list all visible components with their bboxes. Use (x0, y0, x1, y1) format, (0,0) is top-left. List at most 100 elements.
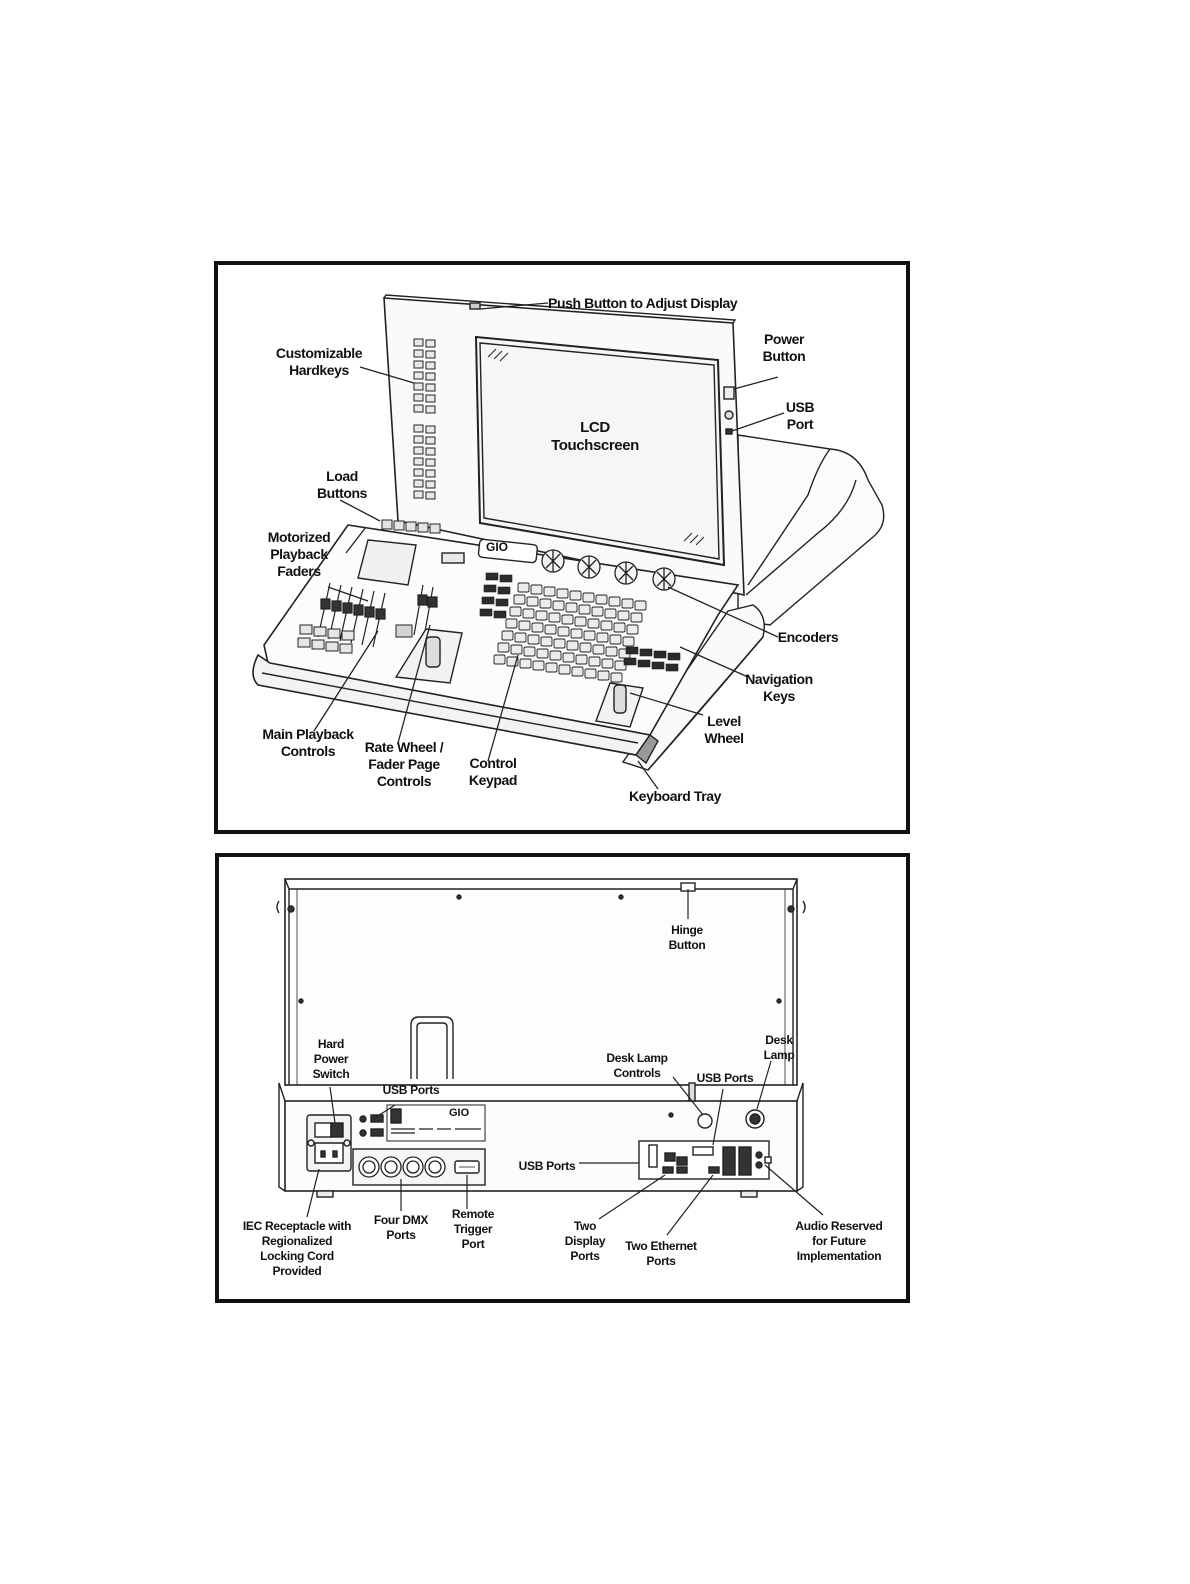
keypad-key (569, 590, 582, 601)
control-keypad-grid (493, 582, 647, 683)
keypad-key (634, 600, 647, 611)
keypad-key (596, 632, 609, 643)
front-view-panel: GIO Push Button to Adjust Display Custom… (214, 261, 910, 834)
label-navigation-keys: Navigation Keys (745, 671, 813, 704)
keypad-key (617, 610, 630, 621)
label-rate-wheel: Rate Wheel / Fader Page Controls (364, 739, 444, 789)
label-power-button: Power Button (762, 331, 806, 364)
power-key (723, 386, 735, 400)
brand-plate (477, 538, 538, 564)
label-lcd-touchscreen: LCD Touchscreen (551, 419, 639, 454)
keypad-key (509, 606, 522, 617)
label-encoders: Encoders (777, 629, 839, 645)
label-level-wheel: Level Wheel (704, 713, 744, 746)
rear-housing (284, 878, 798, 1086)
keypad-key (548, 612, 561, 623)
keypad-key (621, 598, 634, 609)
keypad-key (501, 630, 514, 641)
keypad-key (562, 652, 575, 663)
keypad-key (545, 662, 558, 673)
hard-power-switch (330, 1122, 344, 1138)
label-hard-power-switch: Hard Power Switch (312, 1037, 350, 1081)
keypad-key (539, 598, 552, 609)
keypad-key (513, 594, 526, 605)
keypad-key (600, 620, 613, 631)
label-keyboard-tray: Keyboard Tray (628, 788, 722, 804)
keypad-key (530, 584, 543, 595)
center-key-column (479, 572, 513, 619)
keypad-key (613, 622, 626, 633)
label-motorized-faders: Motorized Playback Faders (267, 529, 331, 579)
leader-lines (313, 302, 785, 790)
usb-port-frame (725, 428, 733, 435)
keypad-key (497, 642, 510, 653)
keypad-key (493, 654, 506, 665)
label-hinge-button: Hinge Button (668, 923, 706, 952)
keypad-key (549, 650, 562, 661)
io-connectors (662, 1146, 763, 1176)
load-buttons (381, 519, 441, 534)
label-desk-lamp: Desk Lamp (763, 1033, 795, 1062)
keypad-key (557, 626, 570, 637)
keypad-key (544, 624, 557, 635)
keypad-key (609, 634, 622, 645)
navigation-key-block (623, 646, 681, 672)
label-four-dmx: Four DMX Ports (373, 1213, 429, 1242)
label-desk-lamp-controls: Desk Lamp Controls (606, 1051, 668, 1080)
keypad-key (556, 588, 569, 599)
label-usb-ports-left: USB Ports (382, 1083, 440, 1097)
keypad-key (566, 640, 579, 651)
keypad-key (565, 602, 578, 613)
keypad-key (610, 672, 623, 683)
label-usb-port: USB Port (785, 399, 815, 432)
keypad-key (527, 634, 540, 645)
keypad-key (510, 644, 523, 655)
keypad-key (630, 612, 643, 623)
keypad-key (517, 582, 530, 593)
keypad-key (522, 608, 535, 619)
keypad-key (604, 608, 617, 619)
keypad-key (588, 656, 601, 667)
keypad-key (583, 630, 596, 641)
keypad-key (540, 636, 553, 647)
keypad-key (622, 636, 635, 647)
keypad-key (552, 600, 565, 611)
encoder-wheels (541, 549, 676, 591)
keypad-key (592, 644, 605, 655)
keyboard-tray (635, 734, 659, 765)
keypad-key (514, 632, 527, 643)
deck-display (357, 539, 417, 586)
desk-lamp-knob (697, 1113, 713, 1129)
keypad-key (561, 614, 574, 625)
keypad-key (591, 606, 604, 617)
main-playback-keys (297, 624, 413, 654)
keypad-key (587, 618, 600, 629)
label-usb-ports-right: USB Ports (696, 1071, 754, 1085)
cable-hook (410, 1016, 454, 1079)
label-two-ethernet: Two Ethernet Ports (625, 1239, 697, 1268)
rear-label-plate (386, 1104, 486, 1142)
keypad-key (626, 624, 639, 635)
keypad-key (505, 618, 518, 629)
front-view-drawing (252, 294, 885, 790)
hardkey-column (413, 338, 436, 500)
rear-leader-lines (306, 889, 824, 1236)
keypad-key (571, 666, 584, 677)
keypad-key (579, 642, 592, 653)
keypad-key (584, 668, 597, 679)
usb-ports-left (359, 1114, 384, 1137)
keypad-key (570, 628, 583, 639)
keypad-key (532, 660, 545, 671)
keypad-key (601, 658, 614, 669)
keypad-key (518, 620, 531, 631)
label-customizable-hardkeys: Customizable Hardkeys (275, 345, 363, 378)
label-push-button: Push Button to Adjust Display (548, 295, 738, 311)
rear-view-panel: GIO Hinge Button Hard Power Switch USB P… (215, 853, 910, 1303)
label-load-buttons: Load Buttons (316, 468, 368, 501)
keypad-key (595, 594, 608, 605)
rear-brand-logo: GIO (449, 1107, 470, 1119)
keypad-key (531, 622, 544, 633)
keypad-key (597, 670, 610, 681)
keypad-key (605, 646, 618, 657)
keypad-key (519, 658, 532, 669)
